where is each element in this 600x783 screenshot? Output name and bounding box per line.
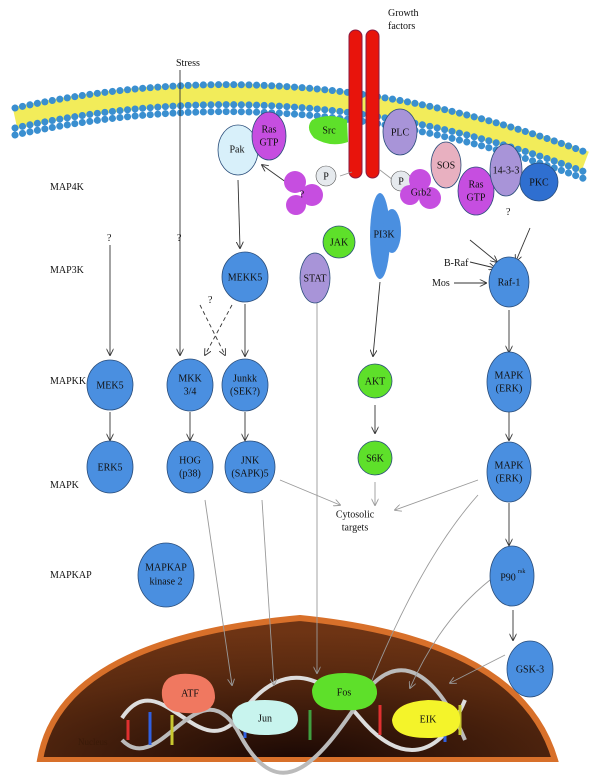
- node-mekk5: MEKK5: [221, 251, 269, 303]
- svg-text:(SEK?): (SEK?): [230, 386, 260, 397]
- unknown-mark-2: ?: [177, 233, 182, 244]
- svg-text:SOS: SOS: [437, 160, 455, 171]
- node-gsk-3: GSK-3: [506, 640, 554, 698]
- svg-text:Ras: Ras: [262, 124, 277, 135]
- svg-text:Jun: Jun: [258, 713, 272, 724]
- node-pi3k: PI3K: [370, 193, 401, 279]
- node-mapk-erk-1: MAPK (ERK): [486, 351, 532, 413]
- node-raf-1: Raf-1: [488, 256, 530, 308]
- level-mapk: MAPK: [50, 480, 80, 491]
- node-sos: SOS: [430, 141, 462, 189]
- level-map3k: MAP3K: [50, 265, 85, 276]
- node-stat: STAT: [299, 252, 331, 304]
- svg-text:MAPK: MAPK: [495, 460, 525, 471]
- cytosolic-targets-label-2: targets: [342, 522, 369, 533]
- node-junkk: Junkk (SEK?): [221, 358, 269, 412]
- node-14-3-3: 14-3-3: [489, 143, 523, 197]
- svg-text:Grb2: Grb2: [411, 187, 432, 198]
- svg-text:?: ?: [300, 189, 305, 200]
- nucleus-label: Nucleus: [78, 737, 108, 747]
- svg-text:MEKK5: MEKK5: [228, 272, 262, 283]
- svg-text:PLC: PLC: [391, 127, 410, 138]
- svg-text:ATF: ATF: [181, 688, 199, 699]
- cytosolic-targets-label: Cytosolic: [336, 509, 375, 520]
- svg-text:14-3-3: 14-3-3: [493, 165, 520, 176]
- growth-factor-receptor: [348, 29, 380, 179]
- svg-text:EIK: EIK: [420, 714, 437, 725]
- svg-text:STAT: STAT: [303, 273, 326, 284]
- mos-label: Mos: [432, 278, 450, 289]
- node-unknown-adaptor: ?: [284, 171, 323, 215]
- svg-text:(ERK): (ERK): [496, 473, 523, 484]
- node-pkc: PKC: [519, 162, 559, 202]
- svg-text:Raf-1: Raf-1: [498, 277, 521, 288]
- node-jak: JAK: [322, 225, 356, 259]
- node-mapkap-kinase-2: MAPKAP kinase 2: [137, 542, 195, 608]
- level-labels: MAP4K MAP3K MAPKK MAPK MAPKAP: [50, 182, 92, 581]
- node-mkk-3-4: MKK 3/4: [166, 358, 214, 412]
- svg-text:Fos: Fos: [337, 687, 352, 698]
- svg-text:P90: P90: [500, 572, 516, 583]
- node-p-1: P: [315, 165, 337, 187]
- svg-text:GTP: GTP: [260, 137, 279, 148]
- node-akt: AKT: [357, 363, 393, 399]
- growth-factors-label: Growth: [388, 8, 419, 19]
- svg-text:P: P: [398, 176, 404, 187]
- node-grb2: Grb2: [400, 169, 441, 209]
- svg-text:PI3K: PI3K: [373, 229, 395, 240]
- svg-text:JAK: JAK: [330, 237, 349, 248]
- svg-text:ERK5: ERK5: [98, 462, 123, 473]
- b-raf-label: B-Raf: [444, 258, 469, 269]
- svg-text:GTP: GTP: [467, 192, 486, 203]
- node-src: Src: [308, 116, 348, 145]
- svg-text:(SAPK)5: (SAPK)5: [231, 468, 268, 479]
- svg-text:Junkk: Junkk: [233, 373, 257, 384]
- node-jnk-sapk: JNK (SAPK)5: [224, 440, 276, 494]
- svg-text:MAPKAP: MAPKAP: [145, 562, 187, 573]
- svg-text:S6K: S6K: [366, 453, 385, 464]
- level-mapkap: MAPKAP: [50, 570, 92, 581]
- svg-text:Pak: Pak: [230, 144, 245, 155]
- svg-text:JNK: JNK: [241, 455, 260, 466]
- svg-text:P: P: [323, 171, 329, 182]
- svg-text:(p38): (p38): [179, 468, 201, 479]
- svg-text:(ERK): (ERK): [496, 383, 523, 394]
- tf-atf: ATF: [161, 673, 215, 714]
- unknown-mark-1: ?: [107, 233, 112, 244]
- level-map4k: MAP4K: [50, 182, 85, 193]
- node-hog-p38: HOG (p38): [166, 440, 214, 494]
- node-erk5: ERK5: [86, 440, 134, 494]
- tf-fos: Fos: [312, 673, 378, 711]
- unknown-mark-3: ?: [208, 295, 213, 306]
- tf-eik: EIK: [392, 700, 461, 738]
- node-s6k: S6K: [357, 440, 393, 476]
- svg-text:MEK5: MEK5: [96, 380, 123, 391]
- svg-text:Src: Src: [322, 125, 336, 136]
- tf-jun: Jun: [232, 700, 298, 735]
- svg-text:MKK: MKK: [178, 373, 202, 384]
- svg-text:Ras: Ras: [469, 179, 484, 190]
- node-plc: PLC: [382, 108, 418, 156]
- nucleus: Nucleus: [30, 614, 570, 783]
- svg-text:rsk: rsk: [518, 569, 525, 575]
- unknown-mark-4: ?: [506, 207, 511, 218]
- svg-text:3/4: 3/4: [184, 386, 197, 397]
- growth-factors-label-2: factors: [388, 21, 415, 32]
- svg-text:MAPK: MAPK: [495, 370, 525, 381]
- node-mapk-erk-2: MAPK (ERK): [486, 441, 532, 503]
- node-mek5: MEK5: [86, 359, 134, 411]
- stress-label: Stress: [176, 58, 200, 69]
- level-mapkk: MAPKK: [50, 376, 87, 387]
- svg-text:kinase 2: kinase 2: [149, 576, 182, 587]
- svg-text:AKT: AKT: [365, 376, 386, 387]
- arrows: [110, 70, 531, 690]
- svg-text:HOG: HOG: [179, 455, 201, 466]
- svg-text:PKC: PKC: [529, 177, 549, 188]
- svg-text:GSK-3: GSK-3: [516, 664, 544, 675]
